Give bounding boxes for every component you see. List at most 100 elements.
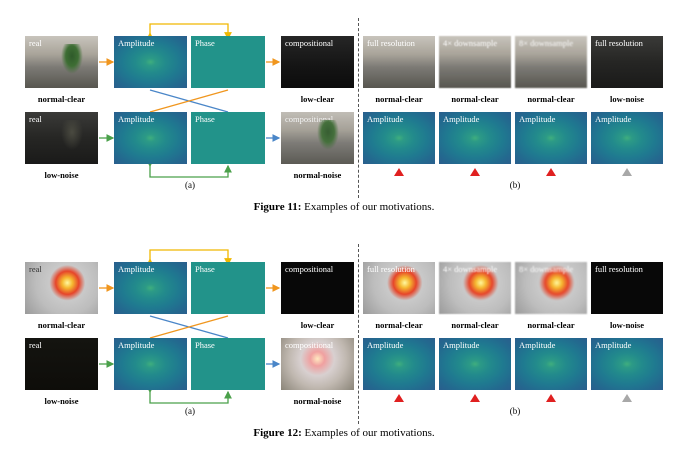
real-low-noise-image: real: [25, 338, 98, 390]
b-caption: normal-clear: [451, 94, 499, 104]
real-label: real: [29, 340, 42, 350]
normal-noise-caption: normal-noise: [293, 396, 342, 406]
compositional-normal-noise-image: compositional: [281, 338, 354, 390]
plant-graphic: [317, 120, 339, 150]
b-caption: normal-clear: [375, 320, 423, 330]
b-amplitude-3: Amplitude: [515, 112, 587, 164]
figure-caption-text: Examples of our motivations.: [304, 201, 435, 213]
amplitude-label: Amplitude: [595, 114, 632, 124]
panel-a-label: (a): [185, 406, 195, 416]
low-clear-caption: low-clear: [300, 320, 335, 330]
panel-a-label: (a): [185, 180, 195, 190]
b-image-2: 4× downsample: [439, 262, 511, 314]
b-caption: normal-clear: [375, 94, 423, 104]
figure-12: real normal-clear real low-noise Amplitu…: [0, 226, 688, 451]
amplitude-top: Amplitude: [114, 262, 187, 314]
b-image-1: full resolution: [363, 36, 435, 88]
phase-label: Phase: [195, 114, 215, 124]
compositional-low-clear-image: compositional: [281, 262, 354, 314]
figure-12-arrows: [99, 249, 281, 404]
b-image-1: full resolution: [363, 262, 435, 314]
b-image-3: 8× downsample: [515, 36, 587, 88]
phase-bottom: Phase: [191, 338, 265, 390]
figure-caption-text: Examples of our motivations.: [304, 427, 435, 439]
amplitude-bottom: Amplitude: [114, 112, 187, 164]
low-noise-caption: low-noise: [44, 170, 79, 180]
phase-label: Phase: [195, 38, 215, 48]
figure-number: Figure 12:: [253, 427, 302, 439]
gray-triangle-marker: [622, 168, 632, 176]
panel-b-label: (b): [509, 406, 521, 416]
b-caption: normal-clear: [527, 94, 575, 104]
b-label: full resolution: [367, 38, 415, 48]
amplitude-label: Amplitude: [118, 340, 155, 350]
amplitude-label: Amplitude: [367, 340, 404, 350]
b-amplitude-1: Amplitude: [363, 112, 435, 164]
red-triangle-marker: [394, 168, 404, 176]
panel-divider: [358, 18, 359, 198]
red-triangle-marker: [394, 394, 404, 402]
amplitude-label: Amplitude: [443, 340, 480, 350]
b-label: full resolution: [595, 38, 643, 48]
b-image-3: 8× downsample: [515, 262, 587, 314]
figure-11-arrows: [99, 23, 281, 178]
compositional-label: compositional: [285, 114, 334, 124]
real-normal-clear-image: real: [25, 262, 98, 314]
amplitude-label: Amplitude: [118, 264, 155, 274]
b-caption: low-noise: [610, 320, 644, 330]
b-image-4: full resolution: [591, 262, 663, 314]
low-noise-caption: low-noise: [44, 396, 79, 406]
gray-triangle-marker: [622, 394, 632, 402]
b-label: full resolution: [367, 264, 415, 274]
figure-number: Figure 11:: [253, 201, 302, 213]
plant-graphic: [61, 44, 83, 74]
red-triangle-marker: [470, 168, 480, 176]
normal-noise-caption: normal-noise: [293, 170, 342, 180]
phase-top: Phase: [191, 36, 265, 88]
b-amplitude-4: Amplitude: [591, 338, 663, 390]
figure-caption: Figure 11: Examples of our motivations.: [0, 201, 688, 213]
b-image-2: 4× downsample: [439, 36, 511, 88]
real-label: real: [29, 264, 42, 274]
compositional-label: compositional: [285, 264, 334, 274]
compositional-low-clear-image: compositional: [281, 36, 354, 88]
b-amplitude-2: Amplitude: [439, 112, 511, 164]
red-triangle-marker: [546, 394, 556, 402]
compositional-label: compositional: [285, 340, 334, 350]
figure-caption: Figure 12: Examples of our motivations.: [0, 427, 688, 439]
b-label: 4× downsample: [443, 38, 498, 48]
red-triangle-marker: [470, 394, 480, 402]
amplitude-bottom: Amplitude: [114, 338, 187, 390]
b-caption: normal-clear: [451, 320, 499, 330]
compositional-normal-noise-image: compositional: [281, 112, 354, 164]
b-label: full resolution: [595, 264, 643, 274]
b-caption: low-noise: [610, 94, 644, 104]
b-caption: normal-clear: [527, 320, 575, 330]
b-label: 4× downsample: [443, 264, 498, 274]
panel-b-label: (b): [509, 180, 521, 190]
phase-label: Phase: [195, 264, 215, 274]
normal-clear-caption: normal-clear: [37, 320, 86, 330]
figure-11: real normal-clear real low-noise Amplitu…: [0, 0, 688, 225]
real-low-noise-image: real: [25, 112, 98, 164]
amplitude-label: Amplitude: [519, 340, 556, 350]
amplitude-label: Amplitude: [519, 114, 556, 124]
panel-divider: [358, 244, 359, 424]
phase-label: Phase: [195, 340, 215, 350]
real-normal-clear-image: real: [25, 36, 98, 88]
amplitude-label: Amplitude: [118, 38, 155, 48]
amplitude-label: Amplitude: [443, 114, 480, 124]
real-label: real: [29, 114, 42, 124]
red-triangle-marker: [546, 168, 556, 176]
b-amplitude-2: Amplitude: [439, 338, 511, 390]
phase-bottom: Phase: [191, 112, 265, 164]
real-label: real: [29, 38, 42, 48]
b-label: 8× downsample: [519, 38, 574, 48]
amplitude-label: Amplitude: [118, 114, 155, 124]
compositional-label: compositional: [285, 38, 334, 48]
phase-top: Phase: [191, 262, 265, 314]
plant-graphic: [61, 120, 83, 150]
b-label: 8× downsample: [519, 264, 574, 274]
amplitude-label: Amplitude: [595, 340, 632, 350]
b-amplitude-1: Amplitude: [363, 338, 435, 390]
